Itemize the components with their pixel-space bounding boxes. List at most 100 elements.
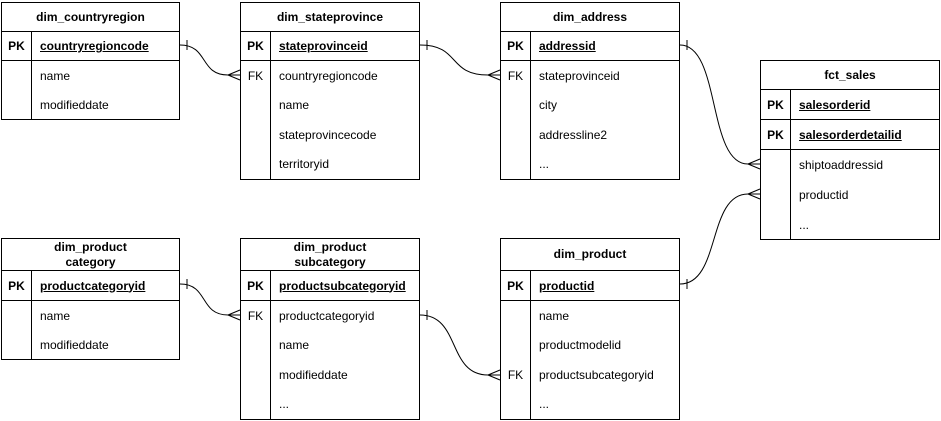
edge-line	[179, 283, 240, 316]
column-name: shiptoaddressid	[799, 158, 884, 172]
cardinality-many-crowfoot-icon	[747, 188, 761, 200]
entity-title-dim_product: dim_product	[501, 239, 679, 271]
relationship-edge-productcategory-to-subcategory[interactable]	[179, 279, 241, 321]
column-name: countryregioncode	[40, 39, 149, 53]
column-name: ...	[799, 217, 810, 232]
edge-line	[679, 193, 760, 285]
cardinality-many-crowfoot-icon	[487, 69, 501, 81]
column-row-dim_address-addressline2: addressline2	[501, 120, 679, 150]
column-name: salesorderdetailid	[799, 127, 902, 142]
key-cell-empty	[761, 150, 791, 180]
column-row-dim_stateprovince-territoryid: territoryid	[241, 149, 419, 179]
cardinality-many-crowfoot-icon	[487, 369, 501, 381]
column-name: name	[40, 68, 71, 83]
key-cell-empty	[241, 330, 271, 360]
column-name: salesorderid	[799, 97, 871, 112]
entity-title-line: dim_countryregion	[36, 9, 145, 24]
pk-badge: PK	[2, 32, 32, 60]
column-row-dim_productcategory-name: name	[2, 301, 179, 330]
fk-badge: FK	[241, 61, 271, 91]
fk-badge: FK	[241, 301, 271, 331]
key-cell-empty	[241, 360, 271, 390]
edge-line	[419, 314, 500, 376]
column-row-dim_stateprovince-stateprovincecode: stateprovincecode	[241, 120, 419, 150]
relationship-edge-address-to-fctsales[interactable]	[679, 40, 761, 170]
column-name: ...	[539, 397, 550, 412]
column-name: ...	[539, 157, 550, 172]
relationship-edge-countryregion-to-stateprovince[interactable]	[179, 40, 241, 81]
column-name: name	[279, 338, 310, 353]
column-name: addressid	[539, 39, 596, 53]
relationship-edge-stateprovince-to-address[interactable]	[419, 40, 501, 81]
cardinality-many-crowfoot-icon	[227, 309, 241, 321]
fk-badge: FK	[501, 61, 531, 91]
column-row-dim_address-city: city	[501, 90, 679, 120]
column-name: name	[539, 308, 570, 323]
column-row-dim_product-productmodelid: productmodelid	[501, 330, 679, 360]
entity-title-line: dim_product	[553, 247, 627, 261]
pk-badge: PK	[761, 90, 791, 119]
column-name: countryregioncode	[279, 68, 378, 83]
relationship-edge-subcategory-to-product[interactable]	[419, 310, 501, 381]
key-cell-empty	[241, 90, 271, 120]
key-cell-empty	[501, 149, 531, 179]
column-name: modifieddate	[40, 337, 109, 352]
pk-badge: PK	[761, 120, 791, 149]
column-name: territoryid	[279, 157, 330, 172]
column-name: stateprovinceid	[539, 68, 620, 83]
column-row-dim_countryregion-modifieddate: modifieddate	[2, 90, 179, 119]
column-row-dim_countryregion-countryregioncode: PK countryregioncode	[2, 32, 179, 61]
column-row-fct_sales-salesorderid: PK salesorderid	[761, 90, 939, 120]
entity-title-line: dim_product	[54, 239, 127, 254]
key-cell-empty	[241, 120, 271, 150]
key-cell-empty	[2, 301, 32, 330]
column-row-dim_address-ellipsis: ...	[501, 149, 679, 179]
column-row-fct_sales-ellipsis: ...	[761, 210, 939, 239]
column-name: productsubcategoryid	[279, 278, 406, 293]
column-row-fct_sales-productid: productid	[761, 180, 939, 210]
key-cell-empty	[501, 120, 531, 150]
column-row-dim_product-ellipsis: ...	[501, 389, 679, 419]
entity-title-line: dim_product	[293, 239, 367, 254]
column-name: productmodelid	[539, 338, 622, 353]
key-cell-empty	[501, 90, 531, 120]
column-name: modifieddate	[40, 97, 109, 112]
entity-title-line: dim_address	[552, 9, 628, 24]
key-cell-empty	[761, 210, 791, 239]
column-row-dim_product-name: name	[501, 301, 679, 331]
column-row-dim_stateprovince-countryregioncode: FK countryregioncode	[241, 61, 419, 91]
key-cell-empty	[241, 149, 271, 179]
key-cell-empty	[501, 389, 531, 419]
column-name: modifieddate	[279, 367, 348, 382]
edge-line	[679, 44, 760, 165]
entity-title-fct_sales: fct_sales	[761, 61, 939, 90]
column-name: name	[40, 308, 71, 323]
column-name: productcategoryid	[40, 278, 146, 293]
relationship-edge-product-to-fctsales[interactable]	[679, 188, 761, 289]
entity-title-line: dim_stateprovince	[276, 9, 384, 24]
entity-title-line: fct_sales	[824, 67, 876, 82]
fk-badge: FK	[501, 360, 531, 390]
entity-title-dim_countryregion: dim_countryregion	[2, 3, 179, 32]
pk-badge: PK	[501, 32, 531, 60]
column-row-dim_address-stateprovinceid: FK stateprovinceid	[501, 61, 679, 91]
column-name: stateprovincecode	[279, 127, 377, 142]
column-row-fct_sales-salesorderdetailid: PK salesorderdetailid	[761, 120, 939, 150]
key-cell-empty	[761, 180, 791, 210]
column-name: productid	[799, 188, 849, 202]
key-cell-empty	[2, 330, 32, 359]
